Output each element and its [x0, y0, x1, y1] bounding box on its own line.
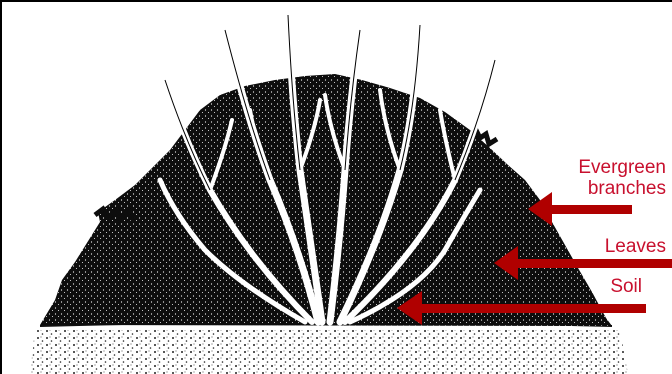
label-leaves: Leaves: [605, 236, 666, 257]
label-evergreen-line1: Evergreen: [578, 157, 666, 178]
label-evergreen-branches: Evergreen branches: [578, 157, 666, 199]
label-soil: Soil: [610, 276, 642, 297]
label-evergreen-line2: branches: [578, 178, 666, 199]
soil-ground: [30, 322, 628, 374]
